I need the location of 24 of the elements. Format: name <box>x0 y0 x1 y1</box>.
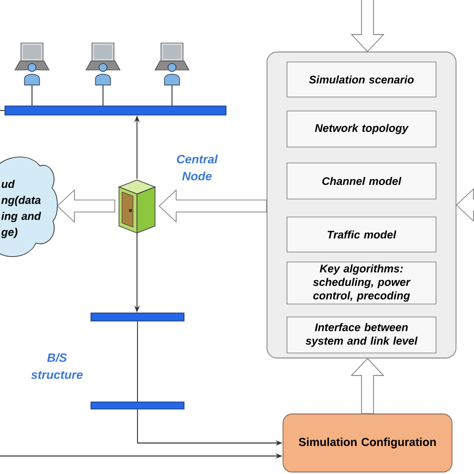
process-box: Interface between system and link level <box>286 316 436 354</box>
block-arrow <box>56 189 116 223</box>
process-box: Network topology <box>286 110 436 148</box>
network-bus-bar <box>4 106 226 116</box>
connector-line <box>0 110 6 111</box>
process-box: Channel model <box>286 162 436 200</box>
block-arrow <box>350 0 384 52</box>
process-box: Simulation Configuration <box>282 414 452 472</box>
network-bus-bar <box>90 312 184 322</box>
process-box: Traffic model <box>286 216 436 252</box>
process-box: Simulation scenario <box>286 62 436 98</box>
side-label: B/S structure <box>31 353 83 379</box>
block-arrow <box>456 188 474 222</box>
node-caption: Central Node <box>176 154 218 180</box>
cloud-bubble: ud ng(data ing and ge) <box>0 156 58 257</box>
block-arrow <box>350 358 384 414</box>
block-arrow <box>158 189 267 223</box>
network-bus-bar <box>90 402 184 410</box>
user-laptop-icon <box>86 42 121 86</box>
user-laptop-icon <box>154 42 190 86</box>
user-laptop-icon <box>14 42 50 86</box>
connector-line <box>137 320 138 402</box>
process-box: Key algorithms: scheduling, power control, precoding <box>286 262 436 304</box>
connector-line <box>102 84 104 106</box>
